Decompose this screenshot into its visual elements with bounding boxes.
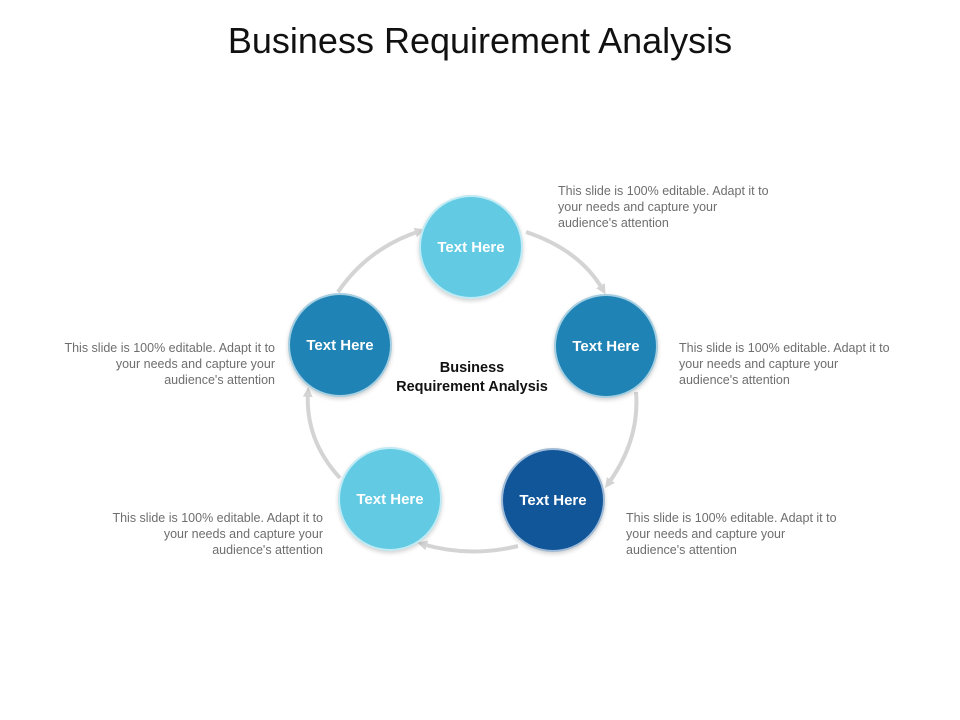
node-label: Text Here [519, 491, 587, 509]
node-label: Text Here [437, 238, 505, 256]
cycle-node-bottom-right[interactable]: Text Here [501, 448, 605, 552]
description-bottom-right: This slide is 100% editable. Adapt it to… [626, 511, 837, 557]
connector-arrow-2 [605, 391, 639, 489]
description-right: This slide is 100% editable. Adapt it to… [679, 341, 890, 387]
connector-arrow-4 [302, 387, 342, 480]
cycle-node-left[interactable]: Text Here [288, 293, 392, 397]
cycle-node-right[interactable]: Text Here [554, 294, 658, 398]
description-bottom-left: This slide is 100% editable. Adapt it to… [112, 511, 323, 557]
center-label: Business Requirement Analysis [372, 359, 572, 397]
connector-arrow-1 [525, 230, 606, 295]
description-top: This slide is 100% editable. Adapt it to… [558, 184, 769, 230]
center-label-line1: Business [439, 360, 505, 376]
center-label-line2: Requirement Analysis [396, 379, 548, 395]
cycle-node-top[interactable]: Text Here [419, 195, 523, 299]
page-title: Business Requirement Analysis [227, 20, 733, 61]
cycle-node-bottom-left[interactable]: Text Here [338, 447, 442, 551]
node-label: Text Here [356, 490, 424, 508]
node-label: Text Here [572, 337, 640, 355]
connector-arrow-3 [417, 540, 519, 554]
node-label: Text Here [306, 336, 374, 354]
description-left: This slide is 100% editable. Adapt it to… [64, 341, 275, 387]
connector-arrow-5 [336, 227, 425, 294]
